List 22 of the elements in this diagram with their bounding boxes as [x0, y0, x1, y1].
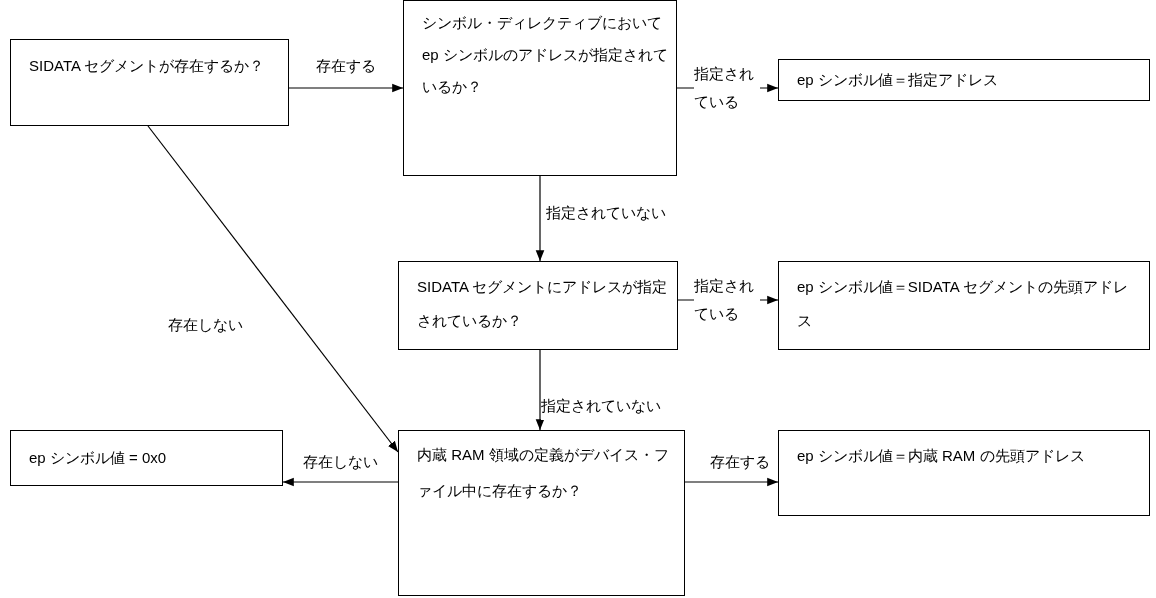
arrow: [288, 83, 404, 93]
process-box: [778, 59, 1150, 101]
arrow: [282, 477, 399, 487]
box-text: シンボル・ディレクティブにおいて ep シンボルのアドレスが指定されているか？: [422, 13, 668, 97]
process-box: [10, 430, 283, 486]
arrow: [684, 477, 779, 487]
box-text: ep シンボル値 = 0x0: [29, 448, 168, 468]
box-text: ep シンボル値＝内蔵 RAM の先頭アドレス: [797, 446, 1086, 466]
box-text: ep シンボル値＝指定アドレス: [797, 70, 999, 90]
box-text: SIDATA セグメントが存在するか？: [29, 56, 266, 76]
process-box: [778, 430, 1150, 516]
arrow: [147, 125, 399, 453]
process-box: [398, 261, 678, 350]
arrow: [535, 349, 545, 431]
box-text: ep シンボル値＝SIDATA セグメントの先頭アドレス: [797, 277, 1130, 331]
box-text: 内蔵 RAM 領域の定義がデバイス・ファイル中に存在するか？: [417, 445, 670, 501]
process-box: [398, 430, 685, 596]
process-box: [403, 0, 677, 176]
box-text: SIDATA セグメントにアドレスが指定されているか？: [417, 277, 669, 331]
process-box: [10, 39, 289, 126]
process-box: [778, 261, 1150, 350]
arrow: [535, 175, 545, 262]
